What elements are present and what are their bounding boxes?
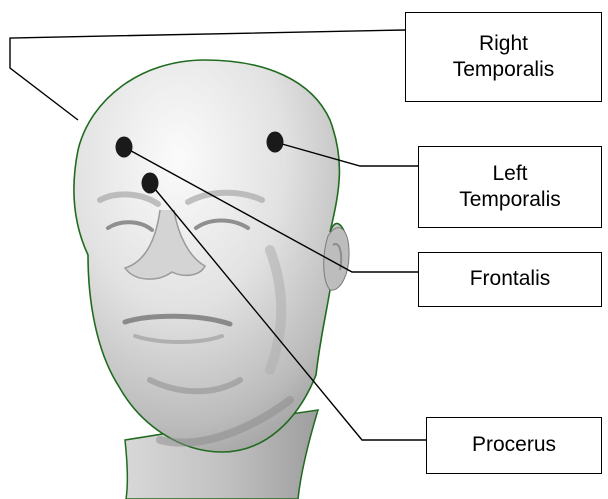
label-right-temporalis: Right Temporalis xyxy=(405,12,602,102)
label-frontalis: Frontalis xyxy=(418,252,602,307)
electrode-frontalis xyxy=(116,137,133,158)
label-procerus: Procerus xyxy=(426,417,602,474)
electrode-procerus xyxy=(142,173,159,194)
label-frontalis-text: Frontalis xyxy=(470,266,551,292)
label-left-temporalis-line2: Temporalis xyxy=(459,187,561,213)
label-procerus-text: Procerus xyxy=(472,432,556,458)
label-right-temporalis-line2: Temporalis xyxy=(453,57,555,83)
label-right-temporalis-line1: Right xyxy=(453,31,555,57)
label-left-temporalis: Left Temporalis xyxy=(418,146,602,228)
electrode-left-temporalis xyxy=(267,132,284,153)
label-left-temporalis-line1: Left xyxy=(459,161,561,187)
